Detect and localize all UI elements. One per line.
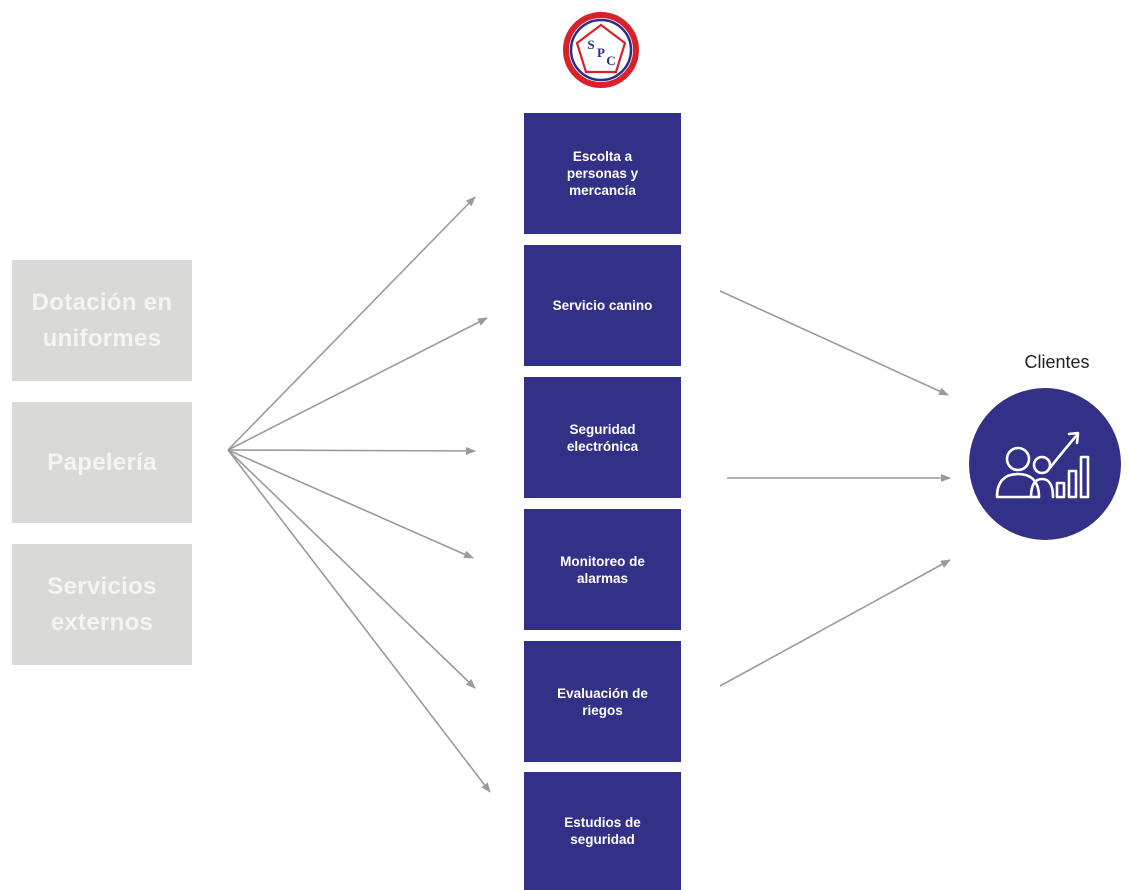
input-dotacion-uniformes: Dotación en uniformes [12, 260, 192, 381]
service-escolta: Escolta a personas y mercancía [524, 113, 681, 234]
logo-letter-c: C [606, 53, 615, 68]
arrow-services-to-clients-bottom [719, 559, 951, 687]
service-label: Seguridad electrónica [566, 421, 639, 454]
logo-letter-p: P [597, 45, 605, 60]
service-estudios-seguridad: Estudios de seguridad [524, 772, 681, 890]
arrow-input-to-evaluacion [227, 449, 476, 689]
arrow-input-to-canino [227, 317, 488, 451]
input-label: Dotación en uniformes [31, 288, 173, 352]
input-label: Papelería [47, 448, 157, 476]
logo-letter-s: S [587, 37, 594, 52]
arrow-input-to-escolta [227, 196, 476, 451]
input-label: Servicios externos [47, 572, 157, 636]
service-monitoreo-alarmas: Monitoreo de alarmas [524, 509, 681, 630]
service-label: Monitoreo de alarmas [560, 553, 645, 586]
service-label: Evaluación de riegos [557, 685, 648, 718]
clients-label: Clientes [1024, 352, 1090, 372]
service-label: Servicio canino [552, 298, 653, 313]
input-servicios-externos: Servicios externos [12, 544, 192, 665]
service-label: Estudios de seguridad [564, 815, 641, 847]
arrow-input-to-seguridad [227, 446, 476, 455]
arrow-input-to-estudios [227, 449, 491, 793]
service-canino: Servicio canino [524, 245, 681, 366]
service-label: Escolta a personas y mercancía [566, 149, 639, 198]
service-seguridad-electronica: Seguridad electrónica [524, 377, 681, 498]
clients-node [969, 388, 1121, 540]
arrow-input-to-monitoreo [227, 449, 474, 559]
input-papeleria: Papelería [12, 402, 192, 523]
service-evaluacion-riegos: Evaluación de riegos [524, 641, 681, 762]
arrow-services-to-clients-top [719, 290, 949, 396]
clients-growth-icon [995, 431, 1090, 499]
spc-logo: S P C [563, 12, 639, 88]
